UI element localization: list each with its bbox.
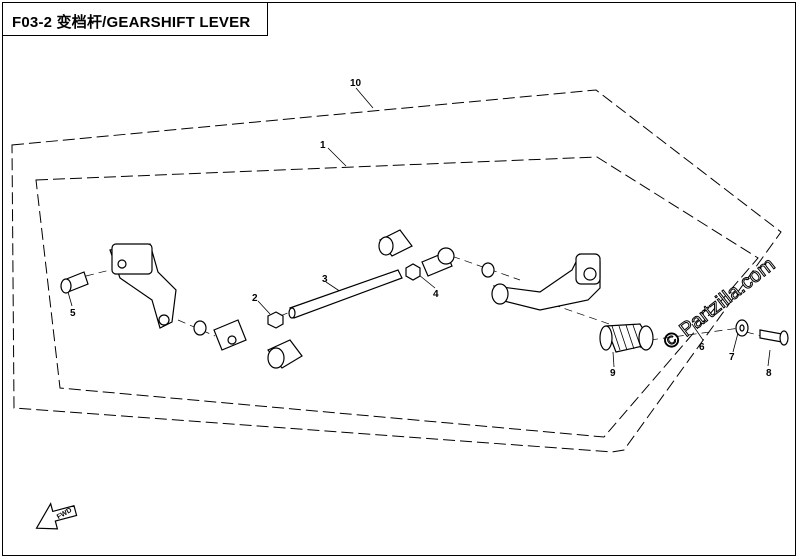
ball-joint-left [213, 319, 247, 351]
callout-2: 2 [252, 293, 258, 304]
fwd-arrow-icon: FWD [35, 502, 78, 530]
bolt-part-8 [759, 329, 789, 346]
o-ring-right [481, 262, 495, 278]
dust-cap-right [378, 229, 413, 257]
rod-part-3 [288, 269, 403, 319]
page-title: F03-2 变档杆/GEARSHIFT LEVER [12, 14, 251, 31]
callout-7: 7 [729, 352, 735, 363]
dust-cap-left [267, 339, 303, 369]
nut-part-4 [405, 263, 421, 281]
watermark-text: © Partzilla.com [660, 254, 780, 354]
nut-part-2 [267, 311, 284, 329]
callout-3: 3 [322, 274, 328, 285]
callout-8: 8 [766, 368, 772, 379]
shift-pedal [491, 253, 601, 311]
callout-5: 5 [70, 308, 76, 319]
shift-arm-upper [109, 243, 177, 329]
callout-6: 6 [699, 342, 705, 353]
washer-part-7 [735, 319, 749, 337]
group-outline-10 [11, 89, 782, 453]
callout-9: 9 [610, 368, 616, 379]
rubber-grip-part-9 [599, 323, 654, 353]
callout-1: 1 [320, 140, 326, 151]
callout-4: 4 [433, 289, 439, 300]
callout-10: 10 [350, 78, 362, 89]
title-box: F03-2 变档杆/GEARSHIFT LEVER [2, 2, 268, 36]
ball-joint-right [421, 247, 455, 277]
bolt-part-5 [60, 271, 89, 294]
group-outline-1 [35, 156, 759, 438]
o-ring-left [193, 320, 207, 336]
leader-lines [67, 87, 771, 368]
